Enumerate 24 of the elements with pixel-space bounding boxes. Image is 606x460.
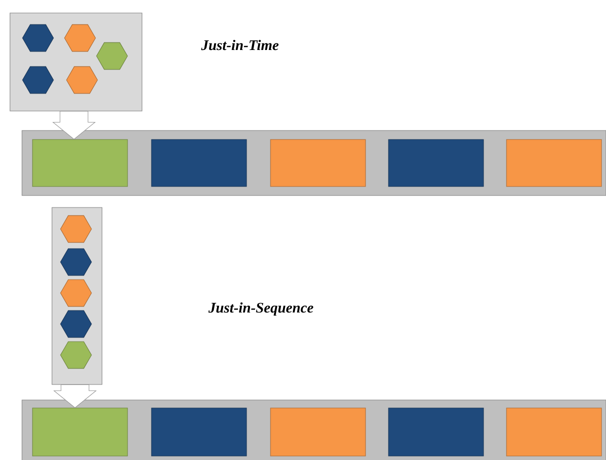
part-hexagon <box>60 341 92 369</box>
product-box <box>151 408 247 456</box>
product-box <box>32 408 128 456</box>
product-box <box>388 139 484 187</box>
product-box <box>506 408 602 456</box>
title-text: Just-in-Sequence <box>208 302 314 316</box>
part-hexagon <box>22 24 54 52</box>
part-hexagon <box>66 66 98 94</box>
part-hexagon <box>64 24 96 52</box>
part-hexagon <box>96 42 128 70</box>
product-box <box>270 408 366 456</box>
block-arrow <box>52 111 96 140</box>
product-box <box>32 139 128 187</box>
part-hexagon <box>22 66 54 94</box>
block-arrow <box>53 384 97 408</box>
part-hexagon <box>60 279 92 307</box>
product-box <box>388 408 484 456</box>
title-text: Just-in-Time <box>201 40 279 50</box>
part-hexagon <box>60 310 92 338</box>
product-box <box>151 139 247 187</box>
product-box <box>506 139 602 187</box>
part-hexagon <box>60 215 92 243</box>
product-box <box>270 139 366 187</box>
part-hexagon <box>60 248 92 276</box>
